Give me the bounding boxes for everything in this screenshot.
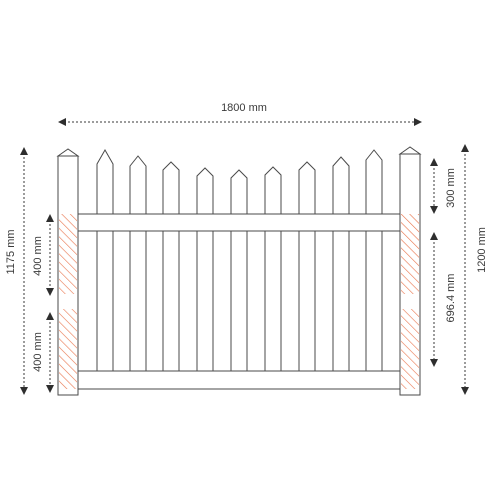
embed-lower-arrow-top xyxy=(46,312,54,320)
top-section-dimension: 300 mm xyxy=(430,158,457,214)
pickets xyxy=(96,148,383,372)
post-height-arrow-bottom xyxy=(20,387,28,395)
right-post-cap xyxy=(398,146,422,155)
top-rail xyxy=(77,213,401,232)
bottom-rail xyxy=(77,370,401,390)
rail-span-arrow-top xyxy=(430,232,438,240)
picket-7 xyxy=(298,161,316,372)
top-section-arrow-bottom xyxy=(430,206,438,214)
right-post-embed-lower xyxy=(401,309,419,389)
overall-height-dimension: 1200 mm xyxy=(461,144,488,395)
right-post-embed-upper xyxy=(401,214,419,294)
picket-3 xyxy=(162,161,180,372)
embed-upper-arrow-top xyxy=(46,214,54,222)
picket-4 xyxy=(196,167,214,372)
embed-lower-dimension: 400 mm xyxy=(32,312,54,393)
left-post-embed-lower xyxy=(59,309,77,389)
picket-9 xyxy=(365,149,383,372)
overall-height-arrow-bottom xyxy=(461,387,469,395)
overall-height-arrow-top xyxy=(461,144,469,152)
left-post-embed-upper xyxy=(59,214,77,294)
picket-2 xyxy=(129,155,147,372)
width-arrow-right xyxy=(414,118,422,126)
picket-5 xyxy=(230,169,248,372)
rail-span-arrow-bottom xyxy=(430,359,438,367)
left-post-cap xyxy=(56,148,80,157)
embed-upper-dimension: 400 mm xyxy=(32,214,54,296)
post-height-arrow-top xyxy=(20,147,28,155)
embed-upper-label: 400 mm xyxy=(32,236,44,276)
picket-8 xyxy=(332,156,350,372)
width-dimension: 1800 mm xyxy=(58,102,422,126)
top-section-arrow-top xyxy=(430,158,438,166)
width-label: 1800 mm xyxy=(221,102,267,114)
picket-1 xyxy=(96,148,114,372)
left-post xyxy=(56,148,80,396)
rail-span-dimension: 696.4 mm xyxy=(430,232,457,367)
embed-upper-arrow-bottom xyxy=(46,288,54,296)
embed-lower-arrow-bottom xyxy=(46,385,54,393)
embed-lower-label: 400 mm xyxy=(32,332,44,372)
post-height-label: 1175 mm xyxy=(5,229,17,274)
width-arrow-left xyxy=(58,118,66,126)
overall-height-label: 1200 mm xyxy=(476,227,488,273)
post-height-dimension: 1175 mm xyxy=(5,147,28,395)
picket-6 xyxy=(264,166,282,372)
top-section-label: 300 mm xyxy=(445,168,457,208)
rail-span-label: 696.4 mm xyxy=(445,274,457,323)
right-post xyxy=(398,146,422,396)
